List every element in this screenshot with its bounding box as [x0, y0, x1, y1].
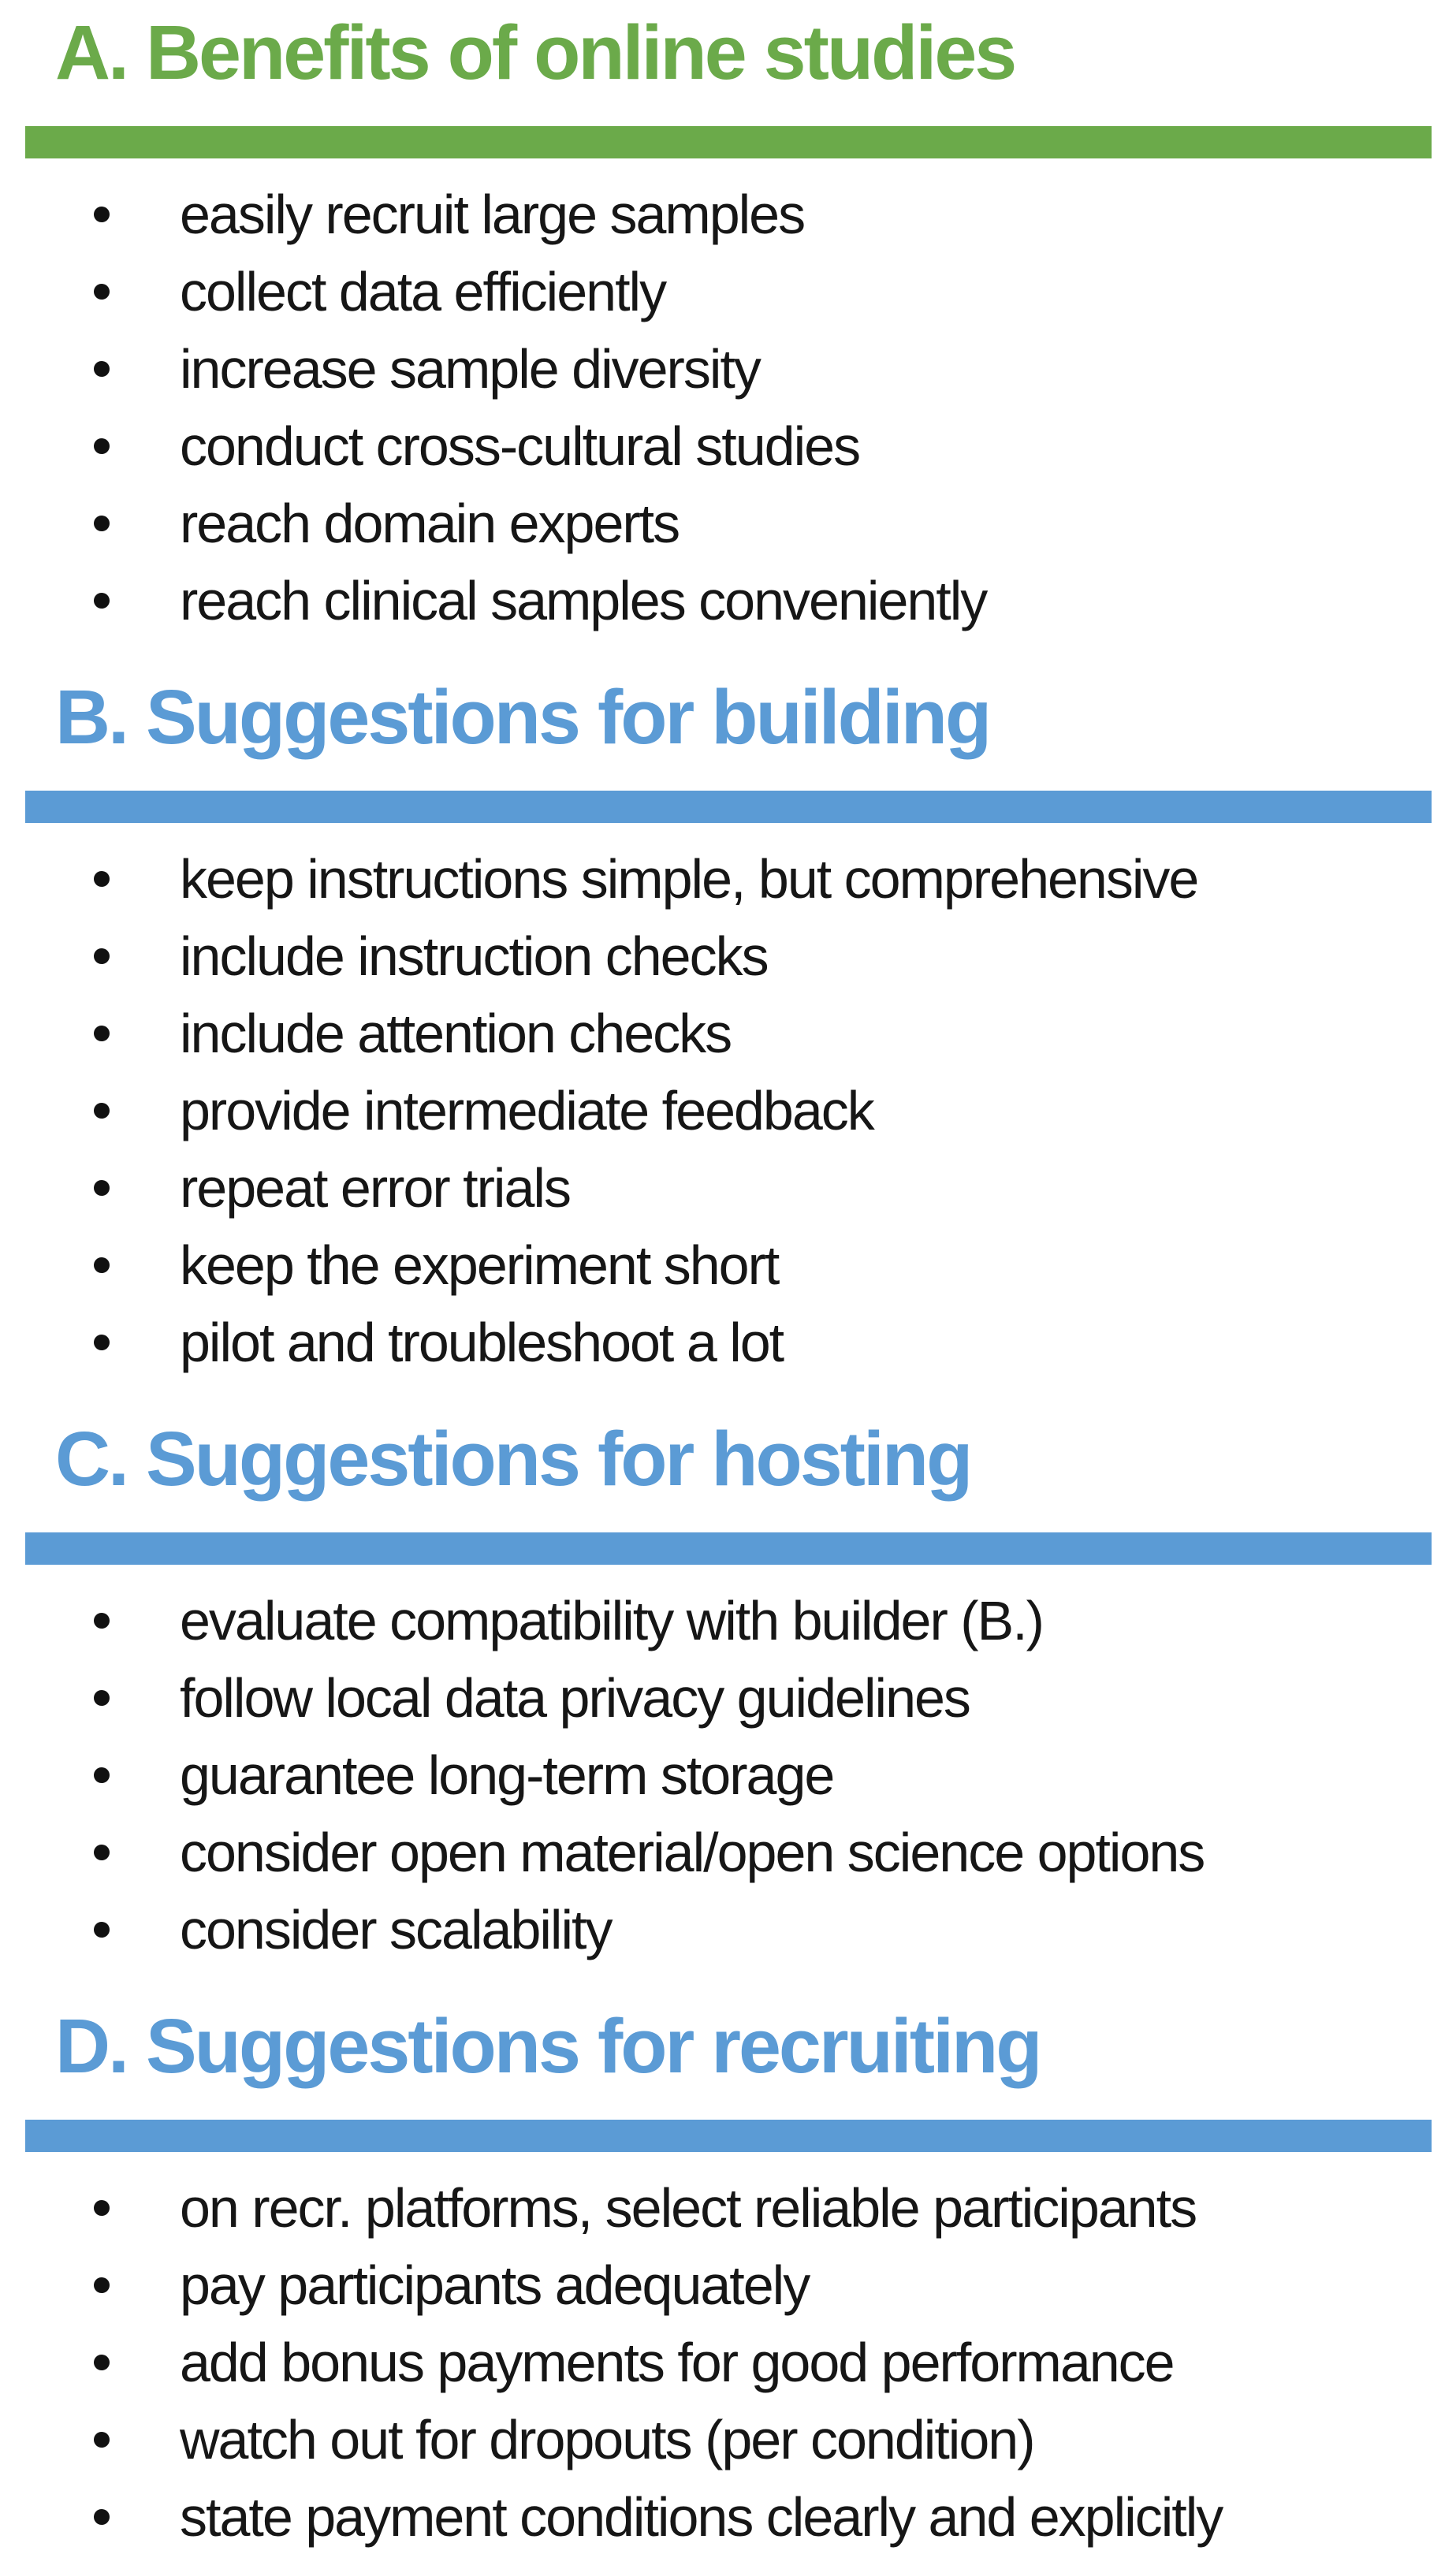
bullet-icon — [94, 1845, 110, 1860]
section-a-list: easily recruit large samples collect dat… — [0, 176, 1456, 639]
section-suggestions-building: B. Suggestions for building keep instruc… — [0, 679, 1456, 1381]
bullet-icon — [94, 1922, 110, 1938]
section-a-title: A. Benefits of online studies — [55, 9, 1017, 95]
bullet-icon — [94, 2509, 110, 2525]
list-item-label: provide intermediate feedback — [180, 1080, 875, 1141]
bullet-icon — [94, 2432, 110, 2448]
section-c-title: C. Suggestions for hosting — [55, 1416, 973, 1502]
bullet-icon — [94, 1613, 110, 1629]
list-item-label: conduct cross-cultural studies — [180, 415, 861, 477]
list-item: add bonus payments for good performance — [0, 2324, 1456, 2401]
bullet-icon — [94, 207, 110, 222]
list-item-label: pay participants adequately — [180, 2254, 810, 2316]
list-item: follow local data privacy guidelines — [0, 1659, 1456, 1737]
list-item: evaluate compatibility with builder (B.) — [0, 1582, 1456, 1659]
list-item: include instruction checks — [0, 918, 1456, 995]
list-item-label: keep instructions simple, but comprehens… — [180, 848, 1199, 910]
list-item: increase sample diversity — [0, 330, 1456, 408]
list-item: conduct cross-cultural studies — [0, 408, 1456, 485]
section-a-divider-bar — [25, 126, 1432, 158]
bullet-icon — [94, 1180, 110, 1196]
bullet-icon — [94, 1690, 110, 1706]
section-d-divider-bar — [25, 2120, 1432, 2152]
list-item: keep the experiment short — [0, 1227, 1456, 1304]
list-item: include attention checks — [0, 995, 1456, 1072]
bullet-icon — [94, 284, 110, 300]
bullet-icon — [94, 2277, 110, 2293]
section-benefits-online-studies: A. Benefits of online studies easily rec… — [0, 14, 1456, 639]
bullet-icon — [94, 361, 110, 377]
bullet-icon — [94, 593, 110, 609]
list-item: provide intermediate feedback — [0, 1072, 1456, 1149]
section-b-divider-bar — [25, 791, 1432, 823]
list-item-label: include attention checks — [180, 1003, 732, 1064]
list-item: consider scalability — [0, 1891, 1456, 1968]
bullet-icon — [94, 948, 110, 964]
list-item-label: include instruction checks — [180, 925, 769, 987]
list-item: state payment conditions clearly and exp… — [0, 2478, 1456, 2556]
bullet-icon — [94, 871, 110, 887]
bullet-icon — [94, 2200, 110, 2216]
list-item-label: easily recruit large samples — [180, 184, 806, 245]
list-item: watch out for dropouts (per condition) — [0, 2401, 1456, 2478]
section-d-title: D. Suggestions for recruiting — [55, 2003, 1043, 2089]
section-suggestions-hosting: C. Suggestions for hosting evaluate comp… — [0, 1420, 1456, 1968]
list-item: pilot and troubleshoot a lot — [0, 1304, 1456, 1381]
list-item-label: guarantee long-term storage — [180, 1744, 835, 1806]
list-item-label: evaluate compatibility with builder (B.) — [180, 1590, 1045, 1651]
list-item-label: collect data efficiently — [180, 261, 667, 322]
list-item: guarantee long-term storage — [0, 1737, 1456, 1814]
list-item: keep instructions simple, but comprehens… — [0, 840, 1456, 918]
section-c-divider-bar — [25, 1532, 1432, 1565]
bullet-icon — [94, 1103, 110, 1119]
section-c-list: evaluate compatibility with builder (B.)… — [0, 1582, 1456, 1968]
list-item-label: keep the experiment short — [180, 1234, 780, 1296]
bullet-icon — [94, 1257, 110, 1273]
list-item: easily recruit large samples — [0, 176, 1456, 253]
section-b-title: B. Suggestions for building — [55, 674, 992, 760]
bullet-icon — [94, 1335, 110, 1350]
list-item-label: reach domain experts — [180, 493, 680, 554]
list-item: reach clinical samples conveniently — [0, 562, 1456, 639]
list-item-label: on recr. platforms, select reliable part… — [180, 2177, 1197, 2239]
list-item-label: follow local data privacy guidelines — [180, 1667, 971, 1729]
list-item-label: consider scalability — [180, 1899, 613, 1960]
list-item: on recr. platforms, select reliable part… — [0, 2169, 1456, 2247]
bullet-icon — [94, 1026, 110, 1041]
figure-page: A. Benefits of online studies easily rec… — [0, 14, 1456, 2569]
section-d-list: on recr. platforms, select reliable part… — [0, 2169, 1456, 2556]
list-item-label: add bonus payments for good performance — [180, 2332, 1175, 2393]
list-item-label: increase sample diversity — [180, 338, 762, 400]
list-item-label: pilot and troubleshoot a lot — [180, 1312, 784, 1373]
list-item-label: consider open material/open science opti… — [180, 1822, 1205, 1883]
list-item: reach domain experts — [0, 485, 1456, 562]
list-item-label: reach clinical samples conveniently — [180, 570, 988, 631]
bullet-icon — [94, 438, 110, 454]
list-item-label: state payment conditions clearly and exp… — [180, 2486, 1223, 2548]
list-item: collect data efficiently — [0, 253, 1456, 330]
bullet-icon — [94, 516, 110, 531]
bullet-icon — [94, 2355, 110, 2370]
bullet-icon — [94, 1767, 110, 1783]
section-suggestions-recruiting: D. Suggestions for recruiting on recr. p… — [0, 2008, 1456, 2556]
section-b-list: keep instructions simple, but comprehens… — [0, 840, 1456, 1381]
list-item-label: repeat error trials — [180, 1157, 572, 1219]
list-item: pay participants adequately — [0, 2247, 1456, 2324]
list-item-label: watch out for dropouts (per condition) — [180, 2409, 1036, 2470]
list-item: consider open material/open science opti… — [0, 1814, 1456, 1891]
list-item: repeat error trials — [0, 1149, 1456, 1227]
